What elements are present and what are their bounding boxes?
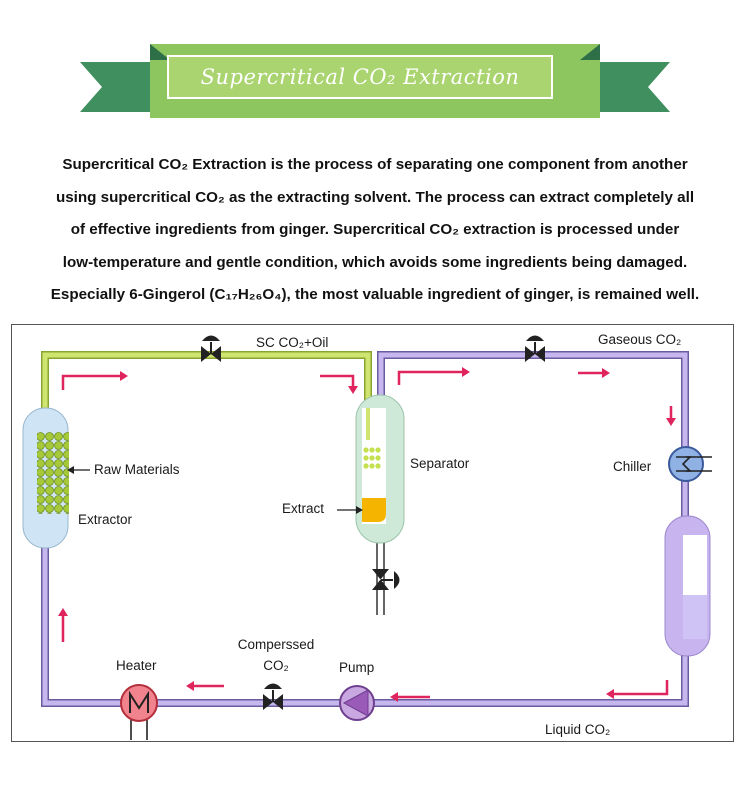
heater-label: Heater: [116, 658, 157, 673]
banner-ribbon-right: [598, 62, 670, 112]
chiller-icon: [668, 446, 712, 482]
chiller-label: Chiller: [613, 459, 652, 474]
label-pointers: [67, 466, 363, 514]
valve-icon: [372, 569, 400, 590]
separator-label: Separator: [410, 456, 470, 471]
arrow-icon: [61, 371, 128, 390]
sc-co2-oil-pipe: [41, 351, 372, 440]
page-title: Supercritical CO₂ Extraction: [200, 65, 520, 89]
banner-fold-right: [580, 44, 600, 60]
pump-icon: [339, 685, 375, 721]
extractor-label: Extractor: [78, 512, 133, 527]
pump-label: Pump: [339, 660, 375, 675]
arrow-icon: [578, 368, 610, 378]
arrow-icon: [397, 367, 470, 385]
intro-line: using supercritical CO₂ as the extractin…: [55, 188, 695, 206]
flow-arrows: [58, 367, 676, 702]
intro-line: Especially 6-Gingerol (C₁₇H₂₆O₄), the mo…: [50, 286, 700, 303]
arrow-icon: [320, 374, 358, 394]
extract-level: [362, 498, 386, 522]
intro-line: Supercritical CO₂ Extraction is the proc…: [62, 156, 688, 173]
compressed-co2-label-line1: Comperssed: [237, 637, 315, 652]
green-pipe-inner: [42, 352, 371, 440]
banner-ribbon-left: [80, 62, 152, 112]
diagram-frame: [11, 324, 734, 742]
arrow-icon: [606, 680, 669, 699]
extractor-vessel: [22, 407, 69, 549]
title-banner: [80, 44, 670, 118]
liquid-co2-tank: [664, 515, 711, 657]
intro-line: low-temperature and gentle condition, wh…: [62, 253, 688, 271]
raw-materials-bed: [37, 432, 69, 514]
separator-vessel: [355, 394, 405, 544]
arrow-icon: [58, 608, 68, 642]
intro-line: of effective ingredients from ginger. Su…: [70, 221, 680, 238]
intro-paragraph: Supercritical CO₂ Extraction is the proc…: [20, 149, 730, 312]
arrow-icon: [390, 692, 430, 702]
sc-co2-oil-label: SC CO₂+Oil: [256, 335, 329, 350]
gaseous-co2-label: Gaseous CO₂: [598, 332, 682, 347]
green-pipe: [41, 351, 372, 440]
heater-icon: [120, 684, 158, 740]
arrow-icon: [666, 406, 676, 426]
oil-droplets: [363, 447, 381, 469]
valve-icon: [525, 335, 545, 362]
extract-label: Extract: [282, 501, 325, 516]
banner-fold-left: [150, 44, 170, 60]
compressed-co2-label-line2: CO₂: [263, 658, 289, 673]
separator-outlet-pipe: [376, 540, 385, 615]
arrow-icon: [186, 681, 224, 691]
valve-icon: [263, 683, 283, 710]
valve-icon: [201, 335, 221, 362]
banner-face: [167, 55, 553, 99]
liquid-co2-label: Liquid CO₂: [545, 722, 611, 737]
raw-materials-label: Raw Materials: [94, 462, 180, 477]
